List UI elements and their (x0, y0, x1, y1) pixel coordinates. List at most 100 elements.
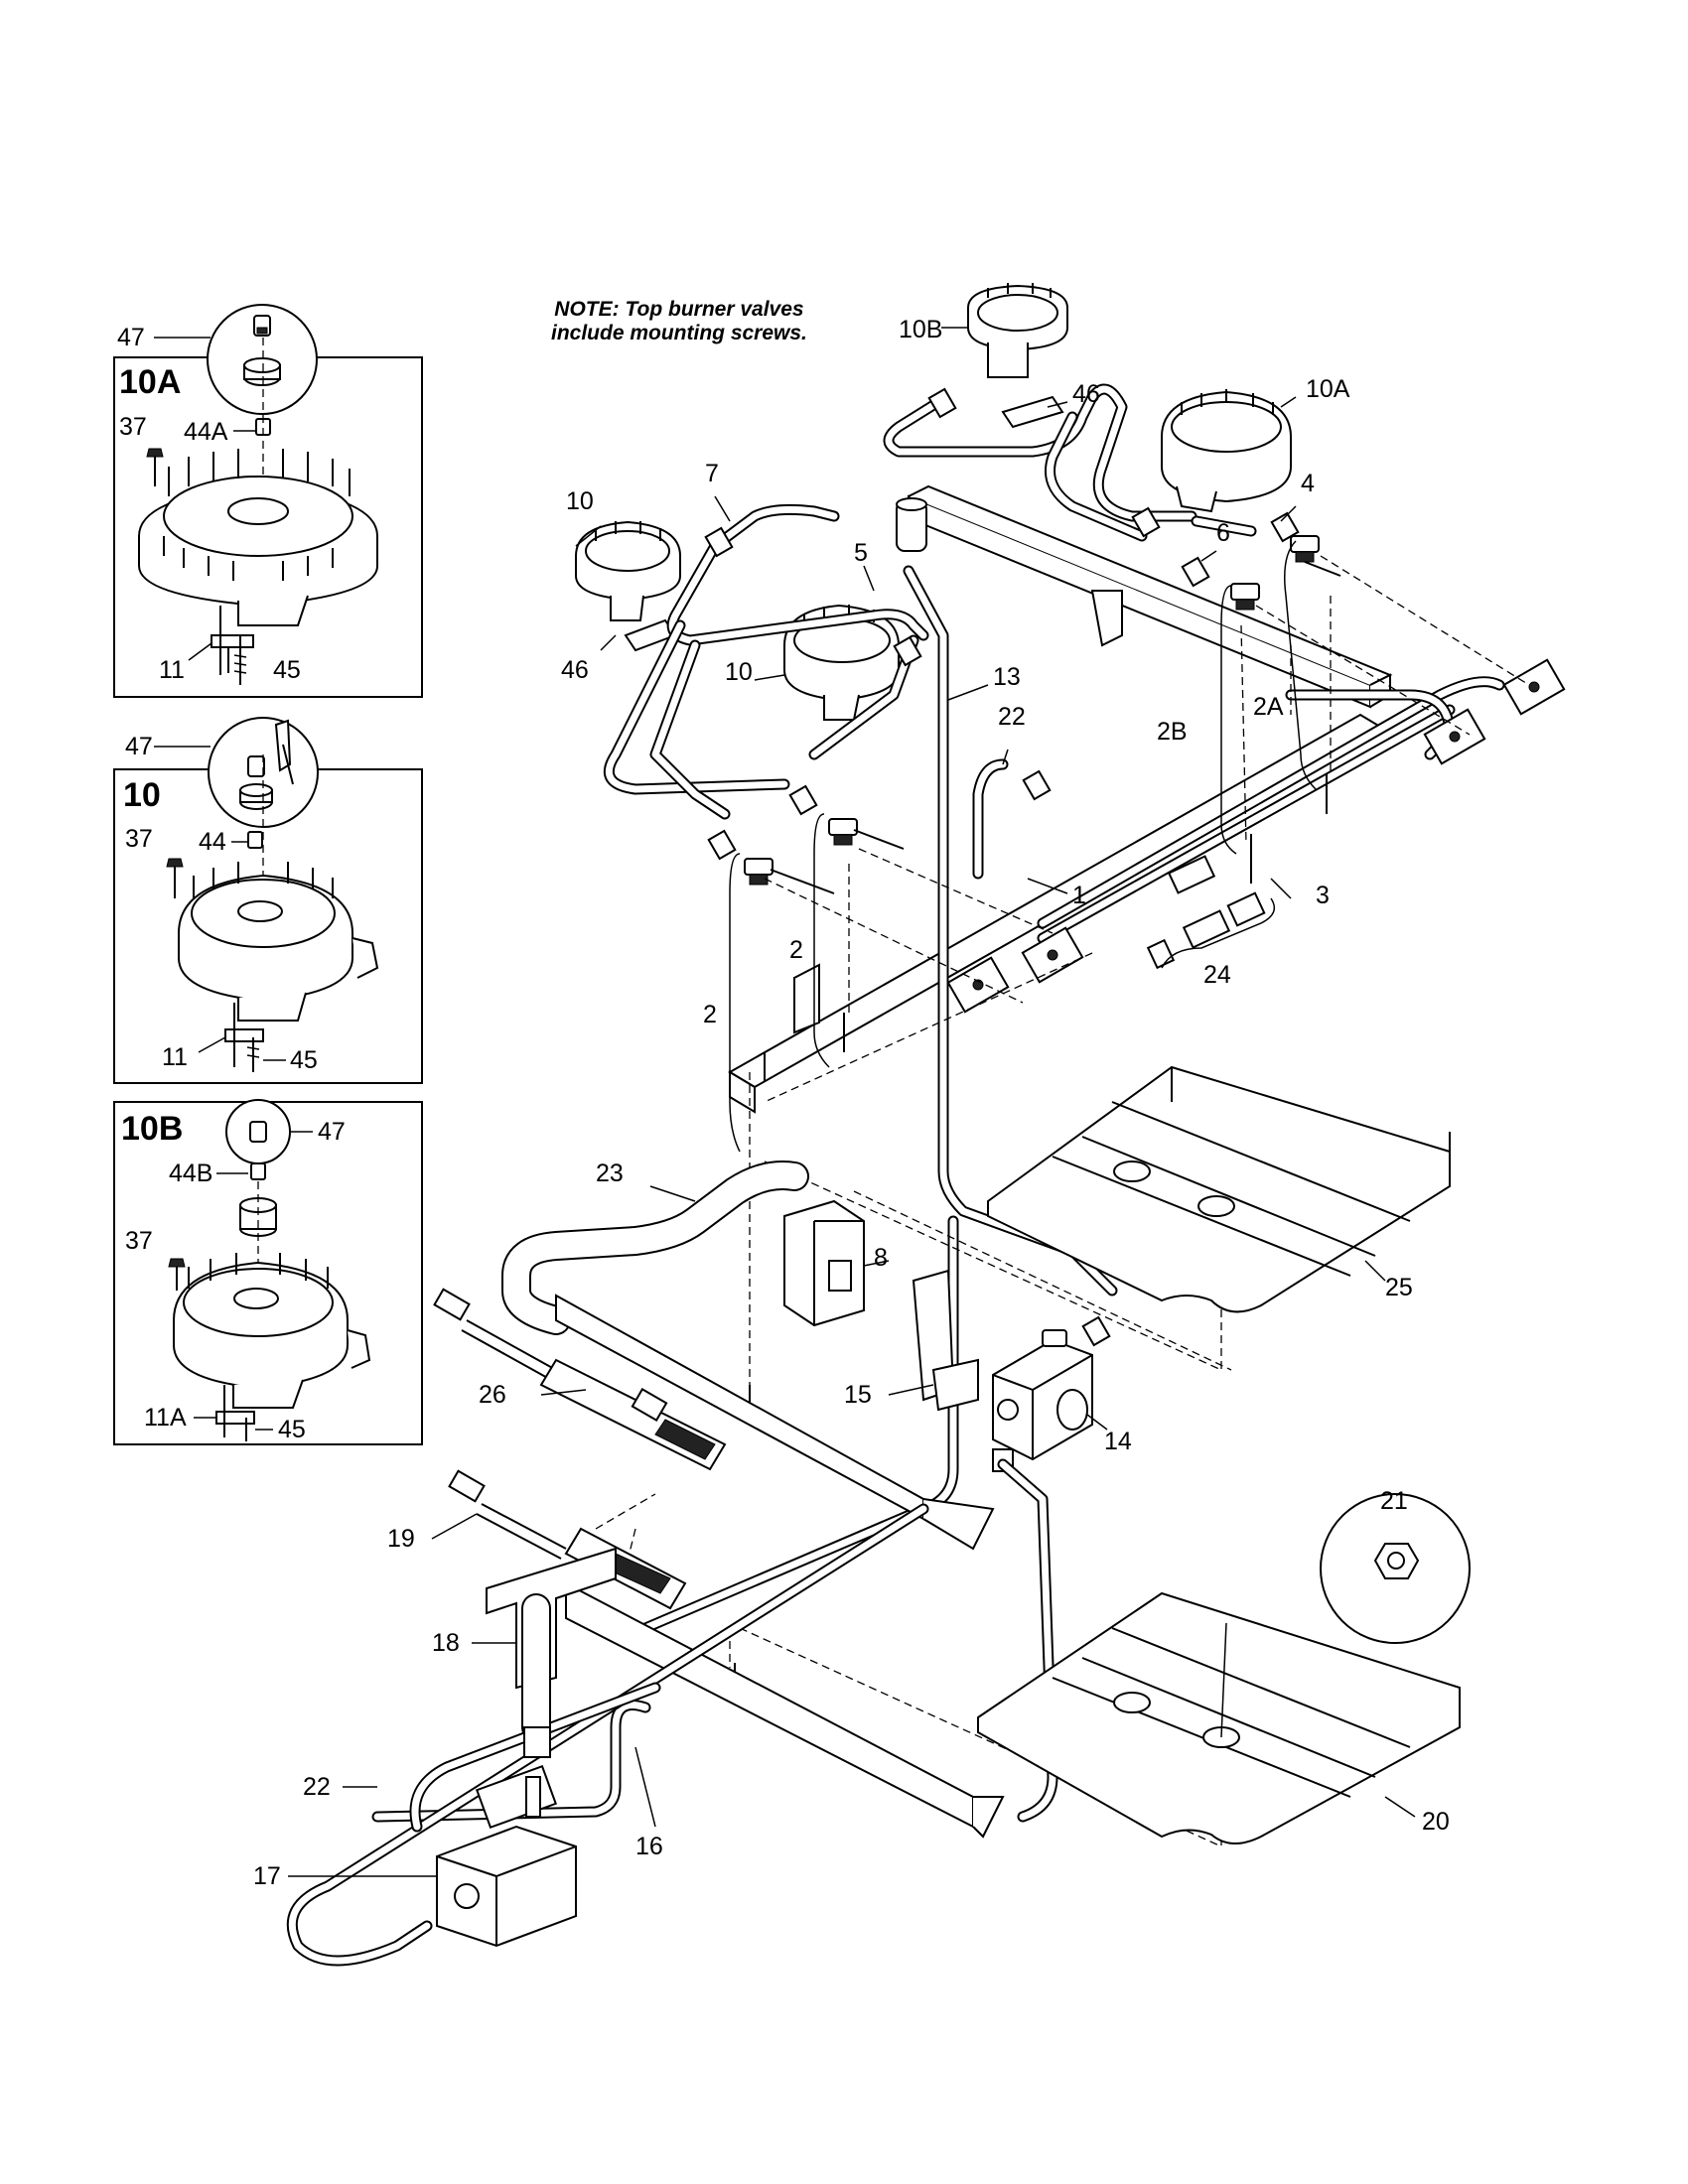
orifice-hood-icon (250, 1162, 266, 1180)
mounting-bracket-icon (1001, 395, 1064, 429)
callout-24: 24 (1203, 961, 1231, 989)
mounting-bracket-icon (912, 1269, 979, 1412)
gas-tube-icon (972, 758, 1009, 880)
callout-2B: 2B (1157, 718, 1188, 746)
screw-icon (246, 1037, 260, 1072)
gas-tube-icon (639, 565, 1118, 1634)
label-11A: 11A (144, 1404, 187, 1432)
note-line-1: NOTE: Top burner valves (554, 298, 804, 321)
inset-box-10: 10 47 44 37 (113, 717, 423, 1084)
orifice-hood-icon (249, 1121, 267, 1143)
screw-icon (146, 448, 164, 486)
burner-valve-icon (1161, 389, 1292, 513)
callout-7: 7 (705, 460, 719, 487)
label-44A: 44A (184, 418, 228, 446)
callout-46-top: 46 (1072, 380, 1100, 408)
pressure-regulator-icon (992, 1329, 1093, 1461)
callout-2-left: 2 (703, 1001, 717, 1028)
callout-17: 17 (253, 1862, 281, 1890)
callout-22-bottom: 22 (303, 1773, 331, 1801)
fitting-adapter-icon (1146, 891, 1266, 970)
orifice-hood-icon (1230, 583, 1260, 611)
burner-valve-icon (575, 520, 681, 621)
detail-circle-21 (1320, 1493, 1471, 1644)
electrode-clip-icon (274, 719, 294, 785)
gas-tube-icon (883, 383, 1257, 542)
label-45-10: 45 (290, 1046, 318, 1074)
label-47-10B: 47 (318, 1118, 346, 1146)
callout-16: 16 (635, 1833, 663, 1860)
burner-base-icon (178, 862, 379, 1022)
callout-26: 26 (479, 1381, 506, 1409)
orifice-hood-icon (828, 818, 905, 850)
manifold-pipe-icon (565, 1581, 1005, 1839)
label-45-10B: 45 (278, 1416, 306, 1443)
label-37-10: 37 (125, 825, 153, 853)
mounting-bracket-icon (946, 658, 1566, 1014)
callout-3: 3 (1316, 882, 1330, 909)
electrode-icon (211, 606, 254, 675)
callout-8: 8 (874, 1244, 888, 1272)
cap-ring-icon (239, 783, 273, 810)
label-11-10: 11 (162, 1043, 188, 1071)
screw-icon (168, 1258, 186, 1291)
cap-ring-icon (239, 1197, 277, 1237)
orifice-hood-icon (1290, 535, 1341, 577)
mounting-bracket-icon (486, 1547, 617, 1758)
igniter-icon (433, 1288, 727, 1471)
gas-tube-icon (603, 503, 929, 820)
mounting-bracket-icon (1090, 590, 1123, 647)
screw-icon (233, 635, 247, 685)
inset-box-10B: 10B 47 44B 37 (113, 1099, 423, 1445)
callout-4: 4 (1301, 470, 1315, 497)
label-11-10A: 11 (159, 656, 185, 684)
callout-2A: 2A (1253, 693, 1284, 721)
callout-23: 23 (596, 1160, 624, 1187)
note-line-2: include mounting screws. (551, 322, 807, 344)
callout-5: 5 (854, 539, 868, 567)
callout-20: 20 (1422, 1808, 1450, 1836)
callout-15: 15 (844, 1381, 872, 1409)
manifold-pipe-icon (555, 1294, 995, 1551)
callout-6: 6 (1216, 519, 1230, 547)
spark-module-icon (783, 1199, 865, 1327)
burner-baffle-icon (987, 1065, 1451, 1313)
box-title-10B: 10B (121, 1110, 183, 1148)
callout-13: 13 (993, 663, 1021, 691)
manifold-pipe-icon (896, 484, 1393, 709)
label-47-10A: 47 (117, 324, 145, 351)
callout-10-mid: 10 (725, 658, 753, 686)
callout-21: 21 (1380, 1487, 1408, 1515)
burner-valve-icon (967, 283, 1068, 378)
box-title-10A: 10A (119, 363, 181, 401)
orifice-hood-icon (247, 755, 265, 777)
callout-1: 1 (1072, 882, 1086, 909)
burner-base-icon (138, 449, 378, 626)
callout-14: 14 (1104, 1428, 1132, 1455)
callout-19: 19 (387, 1525, 415, 1553)
label-44: 44 (199, 828, 226, 856)
mounting-bracket-icon (793, 963, 820, 1034)
callout-22-top: 22 (998, 703, 1026, 731)
label-44B: 44B (169, 1160, 212, 1187)
burner-baffle-icon (977, 1591, 1461, 1844)
callout-46-left: 46 (561, 656, 589, 684)
leader-lines (288, 327, 1416, 1877)
electrode-icon (215, 1385, 255, 1437)
orifice-hood-icon (247, 831, 263, 849)
label-37-10A: 37 (119, 413, 147, 441)
label-45-10A: 45 (273, 656, 301, 684)
callout-10A: 10A (1306, 375, 1350, 403)
igniter-icon (448, 1469, 687, 1610)
label-37-10B: 37 (125, 1227, 153, 1255)
burner-base-icon (173, 1253, 371, 1409)
callout-10-left: 10 (566, 487, 594, 515)
note-text: NOTE: Top burner valves include mounting… (551, 298, 807, 345)
screw-icon (166, 858, 184, 898)
safety-valve-icon (436, 1764, 577, 1948)
gas-tube-icon (501, 1160, 809, 1335)
label-47-10: 47 (125, 733, 153, 760)
inset-box-10A: 10A 47 44A 37 (113, 304, 423, 698)
callout-10B: 10B (899, 316, 942, 343)
